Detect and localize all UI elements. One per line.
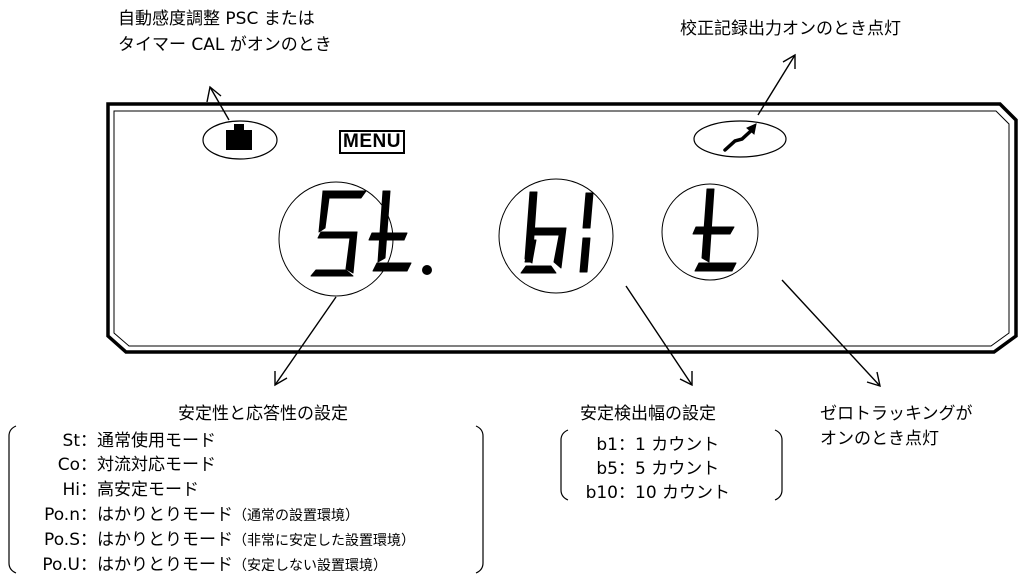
digit-b [520,191,567,274]
list-item: b10：10 カウント [585,483,731,503]
list-item: b5：5 カウント [596,459,720,479]
list-item: Po.n：はかりとりモード（通常の設置環境） [44,505,359,525]
weight-note-line1: 自動感度調整 PSC または [118,9,315,29]
weight-icon [226,124,252,150]
calibration-note: 校正記録出力オンのとき点灯 [680,19,901,39]
display-panel [106,102,1018,354]
digit-t [368,190,412,272]
list-item: Po.U：はかりとりモード（安定しない設置環境） [42,555,387,575]
decimal-point [422,265,432,275]
arrow-stability [274,296,337,387]
weight-note-line2: タイマー CAL がオンのとき [118,35,332,55]
output-arrow-icon [723,123,757,152]
callout-arrows [206,53,881,388]
stability-title: 安定性と応答性の設定 [178,404,348,424]
zero-highlight-circle [661,183,759,281]
stability-bracket-right [475,425,484,574]
digit-S [310,190,367,277]
menu-indicator: MENU [339,130,405,154]
zero-note-line2: オンのとき点灯 [820,429,939,449]
zero-note-line1: ゼロトラッキングが [820,404,973,424]
stability-bracket-left [8,425,17,574]
detect-bracket-left [560,429,569,501]
detect-bracket-right [774,429,783,501]
list-item: Hi：高安定モード [62,480,199,500]
list-item: Po.S：はかりとりモード（非常に安定した設置環境） [44,530,415,550]
arrow-zero [781,279,881,388]
list-item: St：通常使用モード [62,431,216,451]
list-item: Co：対流対応モード [57,455,216,475]
digit-1 [579,192,594,273]
arrow-weight [206,85,230,121]
weight-indicator [202,120,278,160]
list-item: b1：1 カウント [596,435,720,455]
arrow-detect [625,285,693,387]
calibration-indicator [693,120,787,158]
detect-highlight-circle [498,178,614,294]
digit-t2 [692,188,737,272]
detect-title: 安定検出幅の設定 [580,404,716,424]
list-brackets [8,425,783,574]
arrow-calibration [757,53,796,116]
